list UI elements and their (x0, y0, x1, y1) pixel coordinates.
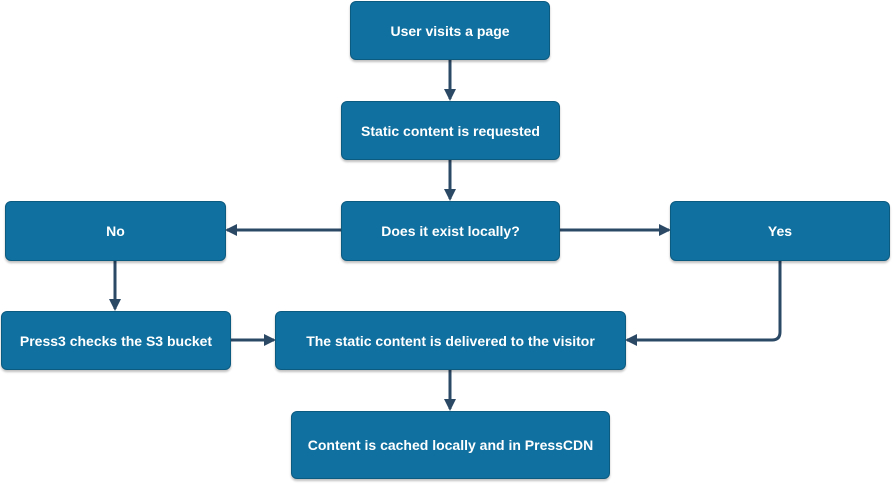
node-label: User visits a page (390, 22, 510, 39)
node-no: No (5, 201, 226, 261)
node-yes: Yes (670, 201, 890, 261)
node-label: Yes (767, 223, 793, 239)
node-user-visits-page: User visits a page (350, 1, 550, 60)
node-label: The static content is delivered to the v… (306, 332, 595, 349)
node-press3-checks-s3: Press3 checks the S3 bucket (1, 311, 231, 370)
node-static-content-requested: Static content is requested (341, 101, 560, 160)
node-label: Content is cached locally and in PressCD… (307, 437, 594, 453)
node-label: Does it exist locally? (381, 223, 520, 239)
node-content-delivered: The static content is delivered to the v… (275, 311, 626, 370)
arrow-yes-to-delivered (625, 261, 782, 346)
node-label: Press3 checks the S3 bucket (19, 332, 213, 349)
node-label: No (106, 223, 125, 239)
node-does-it-exist-locally: Does it exist locally? (341, 201, 560, 261)
node-label: Static content is requested (361, 122, 540, 139)
node-content-cached: Content is cached locally and in PressCD… (291, 411, 610, 479)
